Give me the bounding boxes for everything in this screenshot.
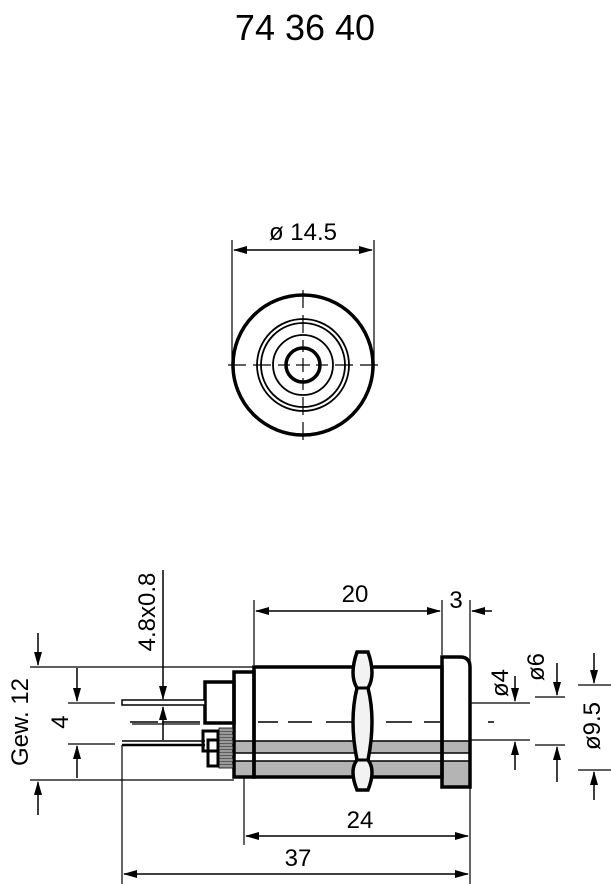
dim-pin-spacing: 4 bbox=[47, 715, 74, 728]
dim-mount-length: 24 bbox=[347, 807, 374, 834]
dim-thread: Gew. 12 bbox=[7, 678, 34, 766]
dim-bore-diameter: ø4 bbox=[487, 669, 514, 697]
front-diameter-label: ø 14.5 bbox=[269, 219, 337, 246]
dim-pin-size: 4.8x0.8 bbox=[134, 573, 161, 652]
dim-flange-diameter: ø9.5 bbox=[579, 702, 606, 750]
part-number: 74 36 40 bbox=[235, 7, 375, 48]
front-view: ø 14.5 bbox=[228, 219, 378, 440]
dim-inner-diameter: ø6 bbox=[523, 653, 550, 681]
side-view: 20 3 24 37 Gew. 12 4 4.8x0.8 ø4 ø6 ø9.5 bbox=[7, 570, 611, 884]
dim-body-length: 20 bbox=[342, 581, 369, 608]
dim-overall-length: 37 bbox=[285, 845, 312, 872]
dim-flange-thickness: 3 bbox=[449, 587, 462, 614]
